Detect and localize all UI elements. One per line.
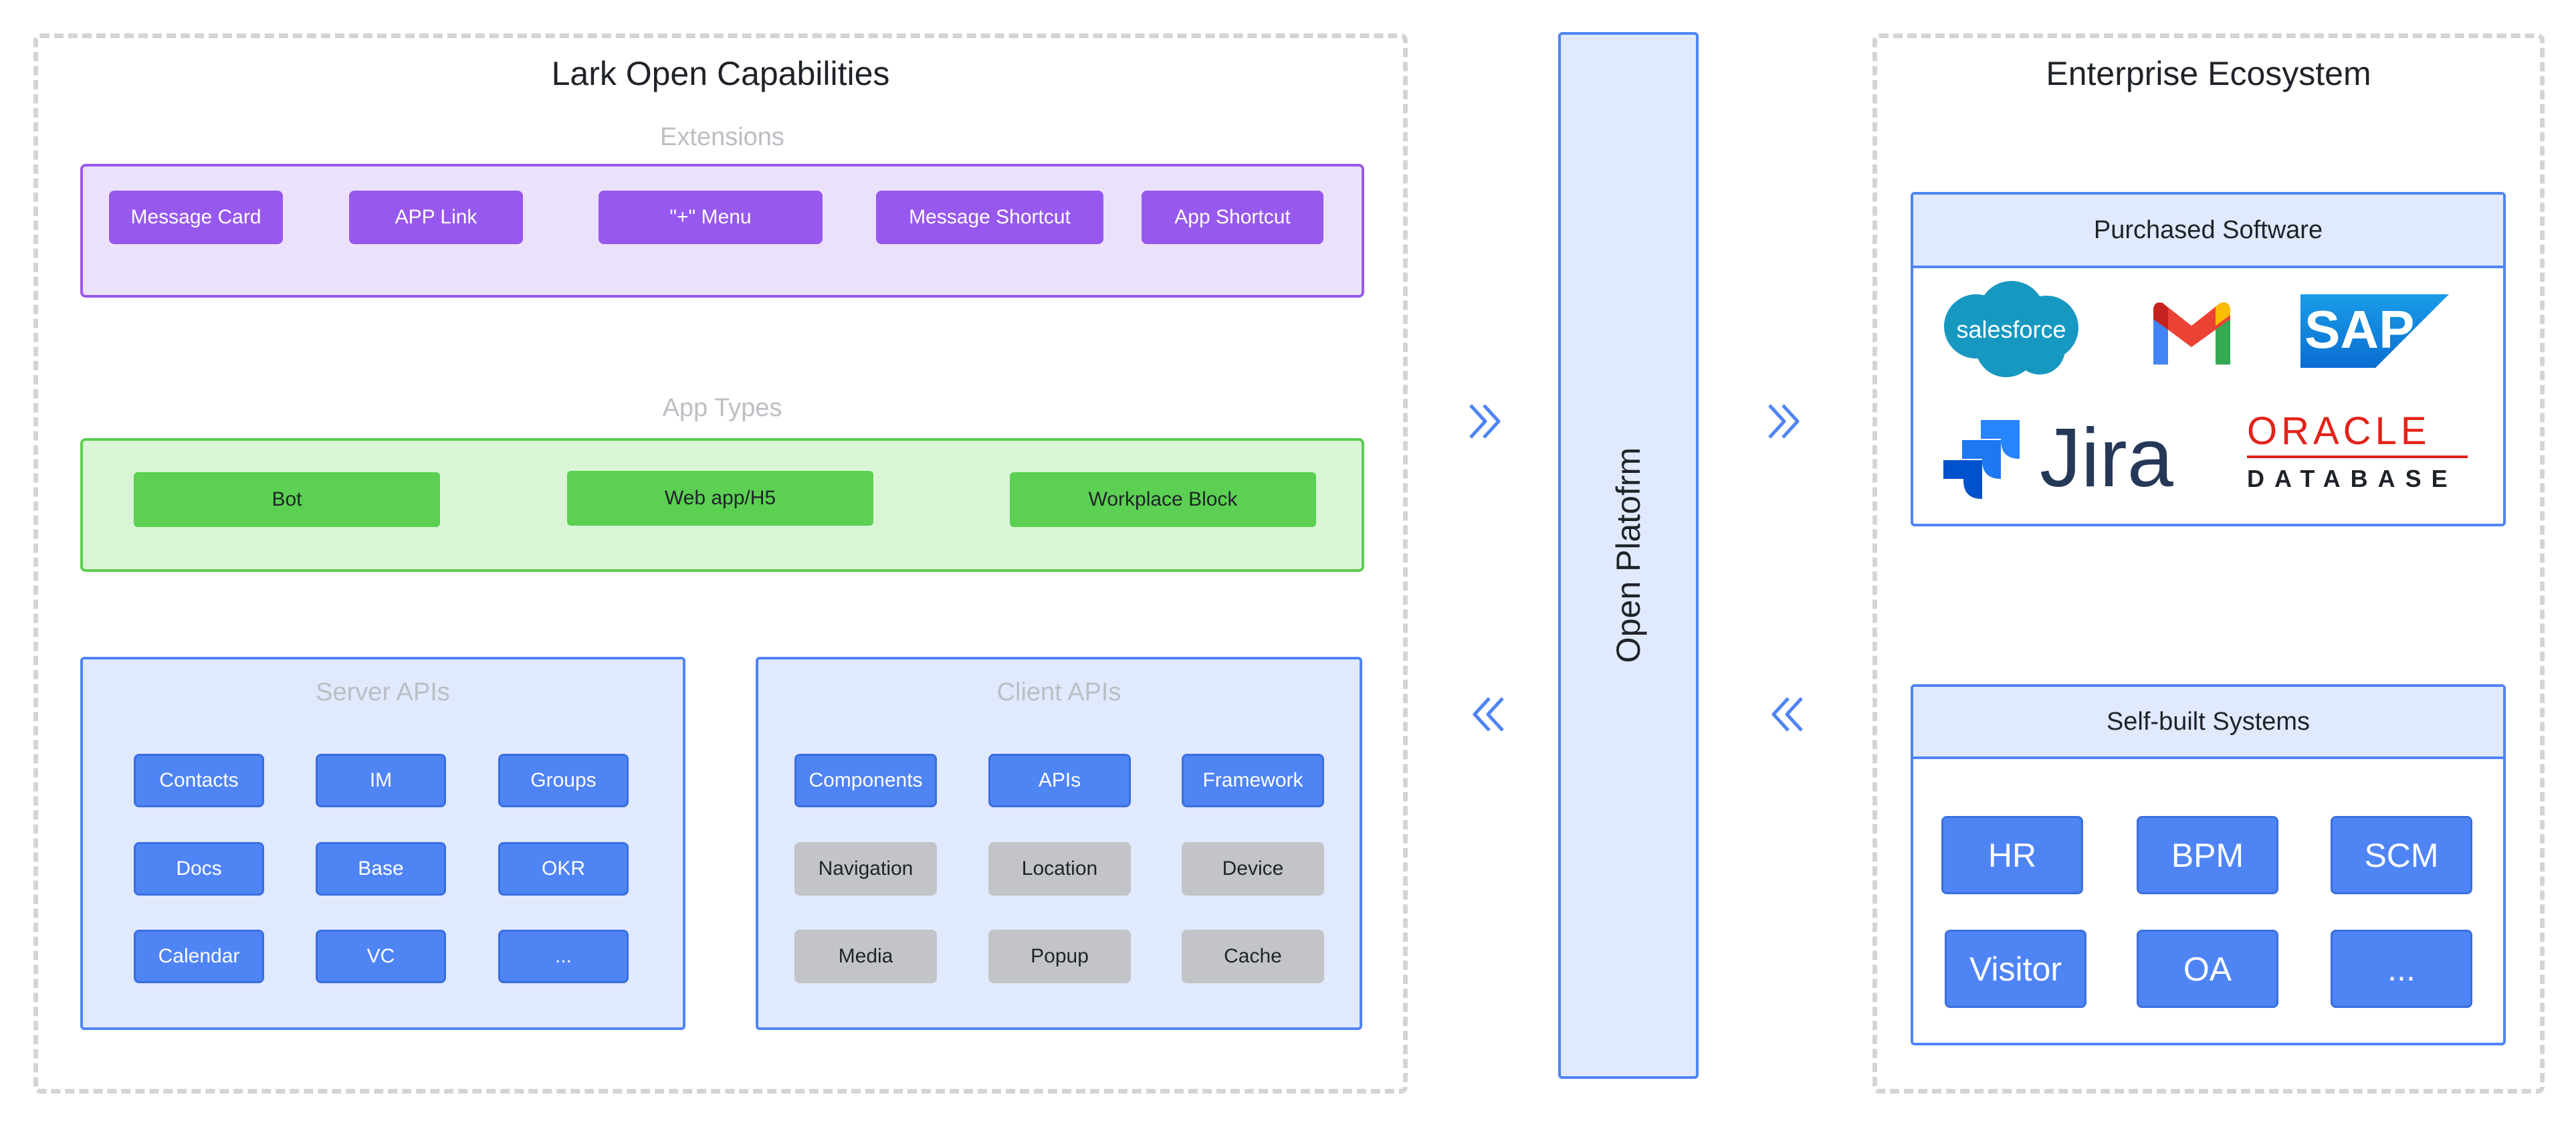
- chevron-double-right-icon: [1768, 404, 1800, 439]
- ext-message-card[interactable]: Message Card: [109, 191, 283, 244]
- chevron-double-right-icon: [1469, 404, 1501, 439]
- server-api-okr[interactable]: OKR: [498, 842, 629, 896]
- client-api-device[interactable]: Device: [1182, 842, 1324, 896]
- client-api-framework[interactable]: Framework: [1182, 754, 1324, 807]
- server-api-more[interactable]: ...: [498, 930, 629, 983]
- app-type-bot[interactable]: Bot: [134, 472, 440, 527]
- self-built-systems-header: Self-built Systems: [1913, 687, 2503, 759]
- server-api-docs[interactable]: Docs: [134, 842, 264, 896]
- app-type-web-app[interactable]: Web app/H5: [567, 471, 873, 526]
- client-api-cache[interactable]: Cache: [1182, 930, 1324, 983]
- server-api-calendar[interactable]: Calendar: [134, 930, 264, 983]
- system-scm[interactable]: SCM: [2331, 816, 2472, 894]
- server-api-vc[interactable]: VC: [316, 930, 446, 983]
- client-api-popup[interactable]: Popup: [988, 930, 1131, 983]
- jira-logo: Jira: [1939, 415, 2193, 502]
- ext-message-shortcut[interactable]: Message Shortcut: [876, 191, 1103, 244]
- lark-capabilities-title: Lark Open Capabilities: [551, 55, 890, 92]
- client-api-apis[interactable]: APIs: [988, 754, 1131, 807]
- ext-app-link[interactable]: APP Link: [349, 191, 523, 244]
- open-platform-text: Open Platofrm: [1610, 447, 1647, 663]
- gmail-logo: M: [2147, 298, 2237, 365]
- system-more[interactable]: ...: [2331, 930, 2472, 1008]
- app-types-label: App Types: [662, 393, 782, 422]
- sap-wordmark: SAP: [2304, 300, 2415, 359]
- client-api-media[interactable]: Media: [794, 930, 937, 983]
- open-platform-bar: [1558, 32, 1699, 1079]
- server-api-contacts[interactable]: Contacts: [134, 754, 264, 807]
- client-api-navigation[interactable]: Navigation: [794, 842, 937, 896]
- client-api-components[interactable]: Components: [794, 754, 937, 807]
- system-visitor[interactable]: Visitor: [1945, 930, 2086, 1008]
- system-oa[interactable]: OA: [2137, 930, 2278, 1008]
- server-api-groups[interactable]: Groups: [498, 754, 629, 807]
- jira-wordmark: Jira: [2040, 412, 2173, 504]
- enterprise-ecosystem-title: Enterprise Ecosystem: [2046, 55, 2371, 92]
- open-platform-label: Open Platofrm: [1605, 288, 1652, 823]
- app-type-workplace-block[interactable]: Workplace Block: [1010, 472, 1316, 527]
- ext-app-shortcut[interactable]: App Shortcut: [1142, 191, 1323, 244]
- chevron-double-left-icon: [1772, 697, 1803, 732]
- oracle-wordmark: ORACLE: [2247, 409, 2431, 453]
- salesforce-logo: salesforce: [1939, 280, 2083, 381]
- oracle-database-wordmark: DATABASE: [2247, 465, 2458, 492]
- chevron-double-left-icon: [1473, 697, 1504, 732]
- server-api-im[interactable]: IM: [316, 754, 446, 807]
- oracle-logo: ORACLE DATABASE: [2247, 411, 2468, 498]
- purchased-software-header: Purchased Software: [1913, 195, 2503, 268]
- oracle-divider: [2247, 455, 2468, 458]
- enterprise-ecosystem-panel: [1872, 33, 2545, 1094]
- client-api-location[interactable]: Location: [988, 842, 1131, 896]
- ext-plus-menu[interactable]: "+" Menu: [599, 191, 823, 244]
- client-apis-label: Client APIs: [996, 678, 1121, 706]
- extensions-label: Extensions: [660, 122, 784, 151]
- system-bpm[interactable]: BPM: [2137, 816, 2278, 894]
- sap-logo: SAP: [2300, 294, 2449, 368]
- system-hr[interactable]: HR: [1941, 816, 2083, 894]
- server-apis-label: Server APIs: [316, 678, 450, 706]
- lark-capabilities-panel: [33, 33, 1408, 1094]
- server-api-base[interactable]: Base: [316, 842, 446, 896]
- salesforce-wordmark: salesforce: [1956, 316, 2066, 343]
